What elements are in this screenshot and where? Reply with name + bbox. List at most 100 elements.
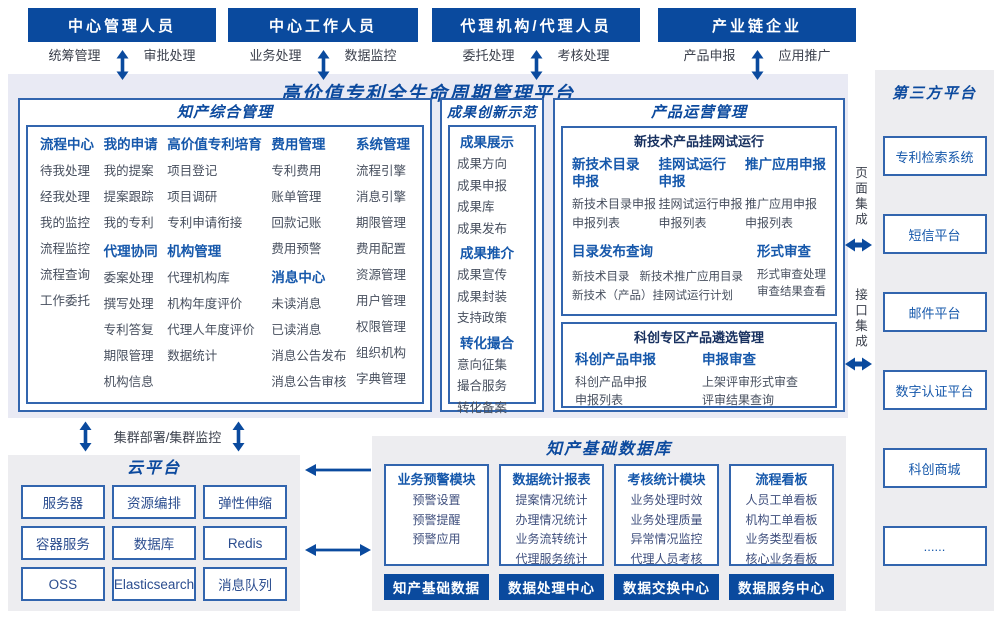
actor-title: 代理机构/代理人员 xyxy=(432,8,640,42)
menu-item: 消息公告发布 xyxy=(271,349,347,363)
actor-role-right-label: 考核处理 xyxy=(557,48,610,63)
menu-item: 待我处理 xyxy=(40,164,91,178)
menu-item: 新技术目录 xyxy=(572,271,630,283)
menu-item: 机构年度评价 xyxy=(167,297,243,311)
menu-item: 预警设置 xyxy=(412,493,461,507)
db-center-button: 知产基础数据 xyxy=(384,574,489,600)
menu-item: 人员工单看板 xyxy=(745,493,818,507)
menu-item: 回款记账 xyxy=(271,216,322,230)
double-arrow-horizontal-icon xyxy=(845,238,872,252)
subsection-sci-innovation-selection: 科创专区产品遴选管理 科创产品申报 科创产品申报申报列表 申报审查 上架评审形式… xyxy=(561,322,837,408)
group-header: 挂网试运行申报 xyxy=(658,157,727,189)
cloud-service-box: 容器服务 xyxy=(21,526,105,560)
double-arrow-horizontal-icon xyxy=(305,544,371,556)
menu-item: 意向征集 xyxy=(457,357,508,372)
menu-item: 委案处理 xyxy=(103,271,154,285)
subsection-new-tech-trial: 新技术产品挂网试运行 新技术目录申报 新技术目录申报申报列表 挂网试运行申报 挂… xyxy=(561,126,837,316)
menu-item: 代理人年度评价 xyxy=(167,323,255,337)
db-center-button: 数据处理中心 xyxy=(499,574,604,600)
menu-item: 消息引擎 xyxy=(355,190,406,204)
menu-item: 支持政策 xyxy=(457,311,508,325)
cluster-deploy-monitor-label: 集群部署/集群监控 xyxy=(113,430,222,445)
menu-item: 成果申报 xyxy=(457,178,508,193)
group-header: 新技术目录申报 xyxy=(572,157,640,189)
cloud-service-box: Redis xyxy=(203,526,287,560)
section-title: 成果创新示范 xyxy=(447,104,537,120)
double-arrow-vertical-icon xyxy=(317,50,329,80)
menu-item: 业务流转统计 xyxy=(515,532,588,546)
section-ip-base-database: 知产基础数据库 业务预警模块 预警设置预警提醒预警应用 数据统计报表 提案情况统… xyxy=(372,436,846,611)
section-title: 产品运营管理 xyxy=(650,104,747,121)
menu-item: 用户管理 xyxy=(355,294,406,308)
section-title: 知产综合管理 xyxy=(176,104,273,121)
group-header: 申报审查 xyxy=(702,352,756,367)
menu-item: 代理服务统计 xyxy=(515,551,588,566)
group-header: 流程中心 xyxy=(40,137,94,152)
cloud-service-box: 数据库 xyxy=(111,526,197,560)
menu-item: 撰写处理 xyxy=(103,297,154,311)
group-header: 成果展示 xyxy=(460,135,514,150)
actor-role-right-label: 审批处理 xyxy=(143,48,196,63)
double-arrow-vertical-icon xyxy=(530,50,542,80)
menu-item: 业务处理质量 xyxy=(630,512,703,527)
menu-item: 审查结果查看 xyxy=(757,286,826,298)
menu-item: 费用预警 xyxy=(271,242,322,256)
db-module: 考核统计模块 业务处理时效业务处理质量异常情况监控代理人员考核 xyxy=(614,464,719,566)
actor-role-labels: 产品申报 应用推广 xyxy=(658,45,856,80)
group-header: 系统管理 xyxy=(355,137,410,152)
page-integration-label: 页面集成 xyxy=(853,166,867,228)
third-party-system-box: 邮件平台 xyxy=(882,292,987,332)
subsection-title: 科创专区产品遴选管理 xyxy=(633,330,764,345)
menu-item: 机构工单看板 xyxy=(745,512,818,527)
ops-group: 科创产品申报 科创产品申报申报列表 xyxy=(575,350,656,409)
section-product-operations: 产品运营管理 新技术产品挂网试运行 新技术目录申报 新技术目录申报申报列表 挂网… xyxy=(553,98,845,412)
menu-item: 成果宣传 xyxy=(457,268,508,282)
menu-item: 挂网试运行申报 xyxy=(658,197,743,211)
menu-item: 业务类型看板 xyxy=(745,532,818,546)
actor-role-labels: 委托处理 考核处理 xyxy=(432,45,640,80)
double-arrow-vertical-icon xyxy=(751,50,763,80)
group-header: 成果推介 xyxy=(460,246,514,261)
actor-role-left-label: 产品申报 xyxy=(683,48,736,63)
actor-title: 中心管理人员 xyxy=(28,8,216,42)
ip-column: 系统管理 流程引擎消息引擎期限管理费用配置资源管理用户管理权限管理组织机构字典管… xyxy=(356,132,410,395)
platform-area: 高价值专利全生命周期管理平台 知产综合管理 流程中心 待我处理经我处理我的监控流… xyxy=(8,74,848,418)
menu-item: 上架评审形式审查 xyxy=(702,375,799,389)
actor-title: 中心工作人员 xyxy=(228,8,418,42)
ops-group: 目录发布查询 新技术目录新技术推广应用目录新技术（产品）挂网试运行计划 xyxy=(572,240,756,305)
third-party-system-box: 专利检索系统 xyxy=(882,136,987,176)
menu-item: 工作委托 xyxy=(40,294,91,308)
menu-item: 期限管理 xyxy=(103,349,154,363)
db-module: 数据统计报表 提案情况统计办理情况统计业务流转统计代理服务统计 xyxy=(499,464,604,566)
menu-item: 我的提案 xyxy=(103,164,154,178)
api-integration-label: 接口集成 xyxy=(853,288,867,350)
achievement-body: 成果展示 成果方向成果申报成果库成果发布 成果推介 成果宣传成果封装支持政策 转… xyxy=(448,125,536,415)
cloud-service-box: OSS xyxy=(21,567,105,601)
group-header: 推广应用申报 xyxy=(745,157,826,172)
actor-role-labels: 业务处理 数据监控 xyxy=(228,45,418,80)
cloud-service-box: 消息队列 xyxy=(203,567,287,601)
module-title: 业务预警模块 xyxy=(397,472,476,487)
menu-item: 未读消息 xyxy=(271,297,322,311)
menu-item: 资源管理 xyxy=(355,268,406,282)
menu-item: 项目调研 xyxy=(167,190,218,204)
menu-item: 专利答复 xyxy=(103,323,154,337)
db-module: 流程看板 人员工单看板机构工单看板业务类型看板核心业务看板 xyxy=(729,464,834,566)
actor: 代理机构/代理人员 委托处理 考核处理 xyxy=(432,8,640,80)
ip-column: 流程中心 待我处理经我处理我的监控流程监控流程查询工作委托 xyxy=(40,132,94,395)
menu-item: 核心业务看板 xyxy=(745,551,818,566)
menu-item: 形式审查处理 xyxy=(757,269,826,281)
menu-item: 机构信息 xyxy=(103,375,154,389)
module-title: 考核统计模块 xyxy=(627,472,706,487)
menu-item: 办理情况统计 xyxy=(515,512,588,527)
double-arrow-vertical-icon xyxy=(79,421,92,452)
actor-role-right-label: 数据监控 xyxy=(344,48,397,63)
menu-item: 数据统计 xyxy=(167,349,218,363)
actor: 产业链企业 产品申报 应用推广 xyxy=(658,8,856,80)
menu-item: 期限管理 xyxy=(355,216,406,230)
cloud-service-box: 服务器 xyxy=(21,485,105,519)
actor-role-left-label: 业务处理 xyxy=(249,48,302,63)
group-header: 费用管理 xyxy=(271,137,326,152)
